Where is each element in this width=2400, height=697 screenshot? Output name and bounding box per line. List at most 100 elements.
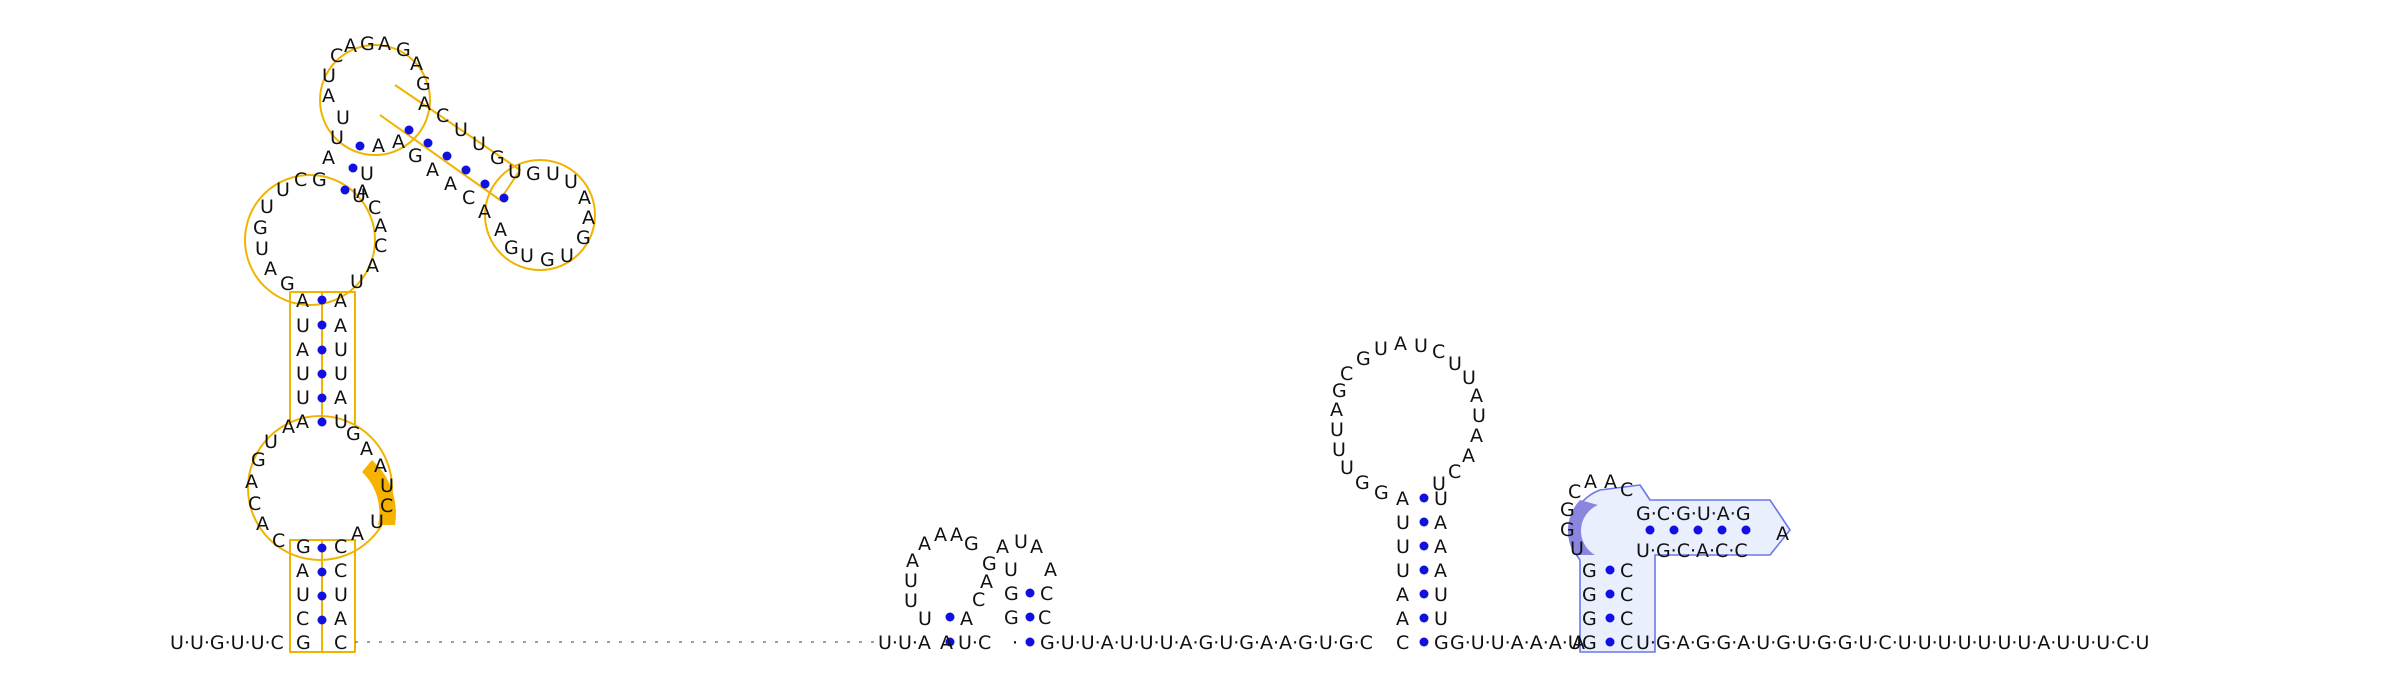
svg-text:U: U	[334, 339, 348, 361]
svg-text:A: A	[392, 131, 405, 153]
svg-text:C: C	[436, 105, 449, 127]
svg-text:A: A	[296, 560, 309, 582]
svg-text:A: A	[344, 35, 357, 57]
mid-linker2-text: G·U·U·A·A·A·U	[1450, 632, 1582, 654]
svg-text:A: A	[378, 33, 391, 55]
svg-text:A: A	[296, 339, 309, 361]
svg-text:U: U	[472, 133, 486, 155]
svg-text:U: U	[350, 271, 364, 293]
svg-text:U: U	[1374, 338, 1388, 360]
svg-text:U: U	[1472, 405, 1486, 427]
svg-text:A: A	[494, 219, 507, 241]
svg-text:C: C	[1432, 341, 1445, 363]
mid-linker-nucleotides: G·U·U·A·U·U·U·A·G·U·G·A·A·G·U·G·C	[1040, 632, 1373, 654]
svg-text:G: G	[1560, 499, 1575, 521]
svg-text:U: U	[370, 511, 384, 533]
svg-text:A: A	[372, 135, 385, 157]
svg-text:A: A	[906, 550, 919, 572]
svg-text:G: G	[576, 227, 591, 249]
svg-text:U: U	[1434, 608, 1448, 630]
svg-text:A: A	[1604, 471, 1617, 493]
svg-text:G: G	[1582, 632, 1597, 654]
base-pair-bonds	[317, 125, 1751, 647]
svg-text:U: U	[334, 363, 348, 385]
svg-text:G: G	[253, 217, 268, 239]
svg-text:G: G	[251, 449, 266, 471]
svg-text:C: C	[334, 536, 347, 558]
orange-domain-outline	[244, 44, 596, 653]
svg-text:C: C	[334, 632, 347, 654]
svg-text:U·G·C·A·C·C: U·G·C·A·C·C	[1636, 540, 1748, 562]
svg-text:U: U	[1004, 559, 1018, 581]
svg-text:G: G	[360, 33, 375, 55]
svg-text:C: C	[1038, 607, 1051, 629]
svg-text:C: C	[1620, 479, 1633, 501]
svg-text:G: G	[312, 169, 327, 191]
svg-text:G: G	[1374, 482, 1389, 504]
svg-text:C: C	[1620, 584, 1633, 606]
svg-text:U: U	[296, 363, 310, 385]
svg-text:A: A	[322, 147, 335, 169]
svg-text:A: A	[940, 632, 953, 654]
svg-text:U: U	[560, 245, 574, 267]
svg-text:G: G	[1582, 584, 1597, 606]
svg-text:C: C	[374, 235, 387, 257]
svg-text:U: U	[1432, 473, 1446, 495]
svg-text:U: U	[296, 584, 310, 606]
svg-text:U: U	[334, 411, 348, 433]
svg-text:G: G	[296, 632, 311, 654]
svg-text:A: A	[334, 290, 347, 312]
svg-text:U: U	[546, 163, 560, 185]
svg-text:A: A	[418, 93, 431, 115]
svg-text:C: C	[1340, 363, 1353, 385]
svg-text:G: G	[1582, 608, 1597, 630]
svg-text:A: A	[1572, 632, 1585, 654]
svg-text:U: U	[1396, 512, 1410, 534]
svg-text:G: G	[526, 163, 541, 185]
svg-text:G: G	[1356, 348, 1371, 370]
svg-text:G: G	[416, 73, 431, 95]
svg-text:G: G	[1004, 583, 1019, 605]
svg-text:A: A	[980, 571, 993, 593]
svg-text:A: A	[282, 416, 295, 438]
svg-text:U: U	[276, 179, 290, 201]
svg-text:A: A	[410, 53, 423, 75]
svg-text:C: C	[1620, 608, 1633, 630]
svg-text:A: A	[374, 215, 387, 237]
svg-text:C: C	[294, 169, 307, 191]
svg-text:U: U	[255, 238, 269, 260]
svg-text:G: G	[1355, 472, 1370, 494]
svg-text:U: U	[904, 590, 918, 612]
svg-text:U: U	[454, 119, 468, 141]
svg-text:C: C	[462, 187, 475, 209]
svg-text:U: U	[336, 107, 350, 129]
svg-text:G: G	[982, 553, 997, 575]
svg-text:U: U	[508, 161, 522, 183]
svg-text:U: U	[330, 127, 344, 149]
svg-text:A: A	[296, 290, 309, 312]
svg-text:C: C	[380, 495, 393, 517]
svg-text:A: A	[1776, 523, 1789, 545]
svg-text:C: C	[272, 530, 285, 552]
svg-text:U: U	[918, 608, 932, 630]
svg-text:C: C	[248, 493, 261, 515]
orange-domain-nucleotides: GCU AG CAU CC CAC AGU A AUC UAA G AUU AU…	[245, 33, 595, 654]
svg-text:C: C	[1620, 560, 1633, 582]
svg-text:A: A	[934, 524, 947, 546]
svg-text:U: U	[296, 315, 310, 337]
svg-text:A: A	[1330, 399, 1343, 421]
svg-text:U: U	[1332, 439, 1346, 461]
svg-text:A: A	[1434, 536, 1447, 558]
svg-text:A: A	[245, 471, 258, 493]
svg-text:C: C	[368, 197, 381, 219]
svg-text:U: U	[1570, 538, 1584, 560]
svg-text:A: A	[960, 608, 973, 630]
svg-text:U: U	[1448, 353, 1462, 375]
svg-text:A: A	[360, 438, 373, 460]
svg-text:A: A	[356, 181, 369, 203]
svg-text:A: A	[918, 533, 931, 555]
svg-text:A: A	[366, 255, 379, 277]
svg-text:A: A	[334, 387, 347, 409]
